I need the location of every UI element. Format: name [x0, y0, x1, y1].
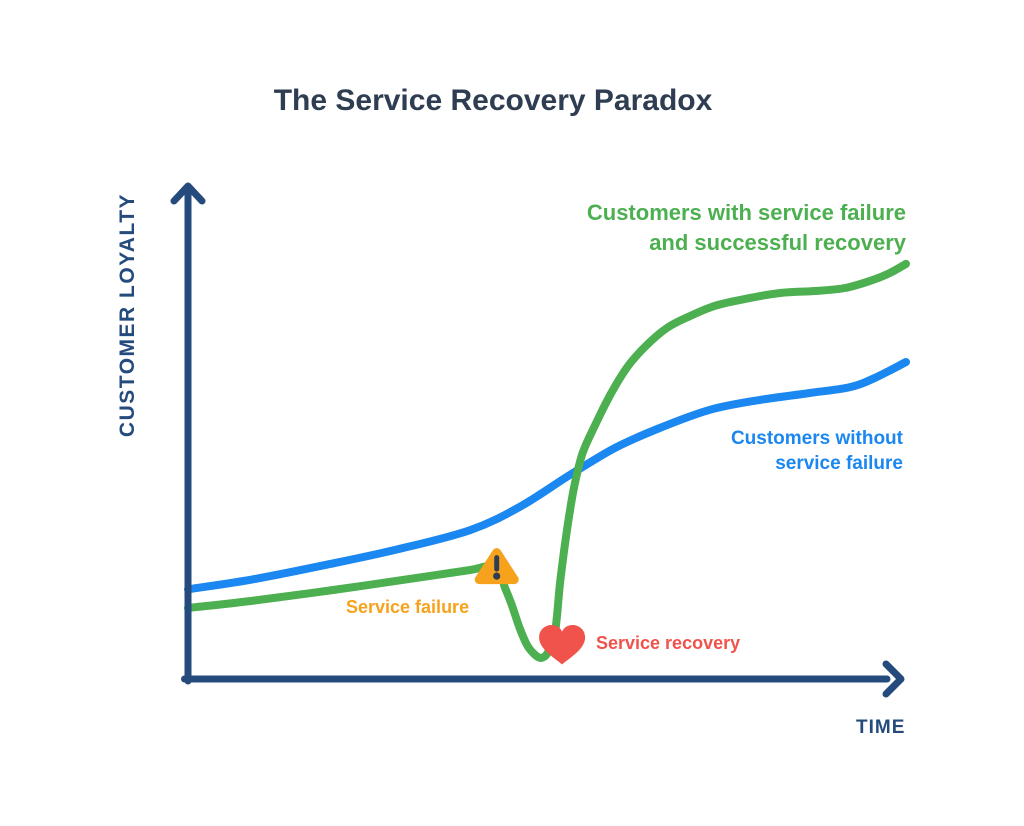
blue-series-label: Customers without service failure	[731, 426, 903, 476]
y-axis	[170, 182, 206, 685]
blue-series-label-line2: service failure	[775, 453, 903, 474]
x-axis	[181, 660, 905, 698]
heart-icon	[539, 625, 586, 665]
curve-customers-without-failure	[184, 358, 910, 594]
warning-triangle-icon	[474, 548, 519, 585]
heart-shape	[539, 625, 586, 665]
chart-title: The Service Recovery Paradox	[273, 84, 713, 117]
y-axis-label: CUSTOMER LOYALTY	[116, 192, 139, 438]
blue-series-label-line1: Customers without	[730, 428, 903, 449]
x-axis-label: TIME	[856, 717, 906, 738]
green-series-label-line1: Customers with service failure	[586, 200, 906, 225]
service-failure-label: Service failure	[346, 597, 470, 617]
green-series-label-line2: and successful recovery	[649, 230, 906, 255]
x-axis-arrow-icon	[882, 660, 905, 698]
green-series-label: Customers with service failure and succe…	[587, 198, 906, 258]
service-recovery-label: Service recovery	[596, 633, 741, 653]
exclamation-dot	[493, 572, 501, 580]
y-axis-arrow-icon	[170, 182, 206, 205]
